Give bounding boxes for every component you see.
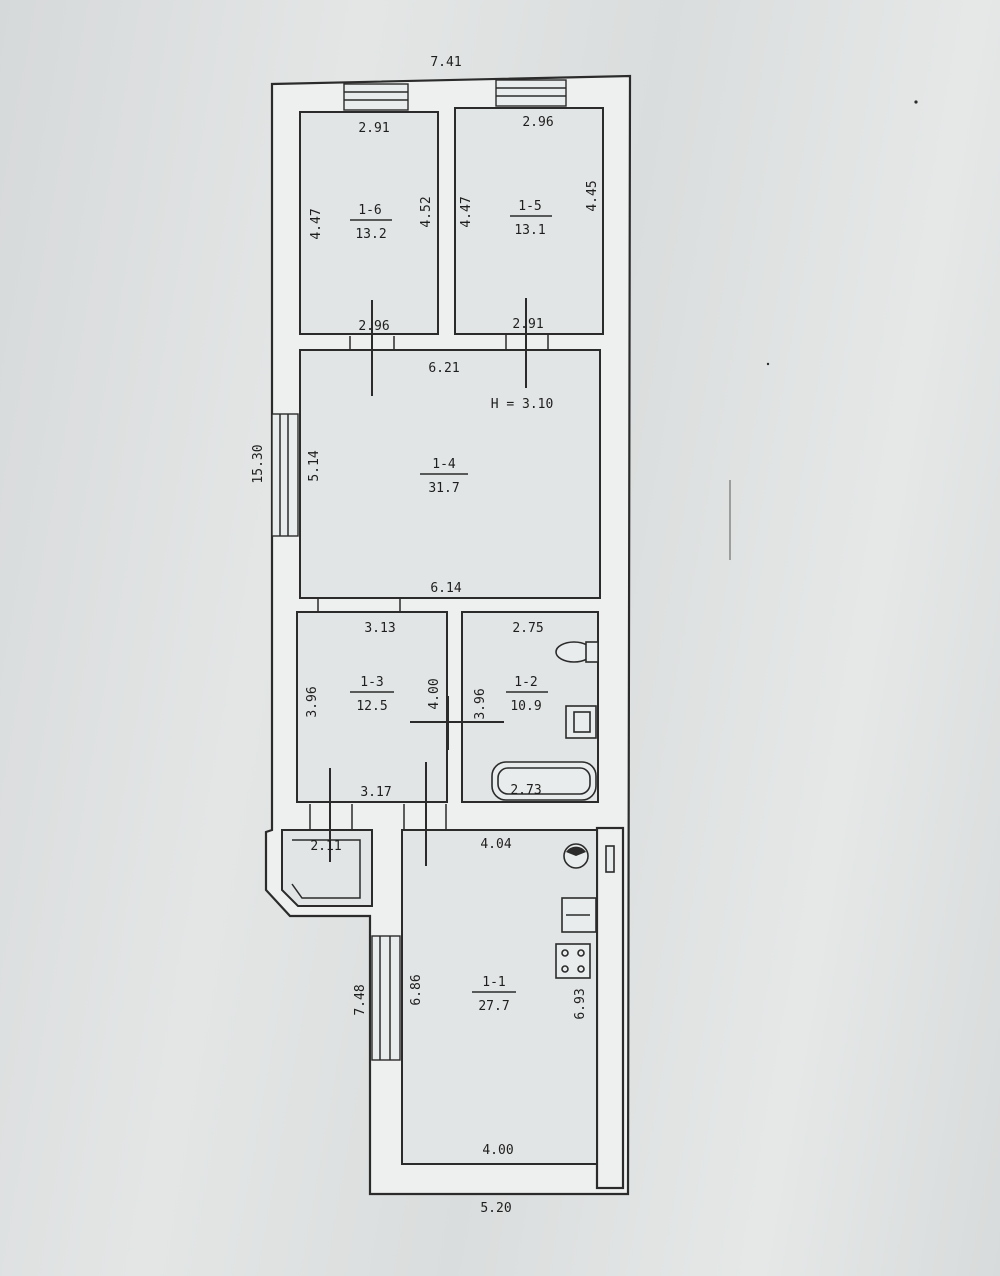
rooms: [281, 107, 604, 1165]
paper-marks: [729, 100, 918, 560]
room-1-5: [454, 107, 604, 335]
room-label-1-3-id: 1-3: [360, 675, 383, 690]
dim-1-1-bottom: 4.00: [482, 1143, 513, 1158]
dim-1-4-top: 6.21: [428, 361, 459, 376]
window-top-left: [343, 83, 409, 111]
room-label-1-6-id: 1-6: [358, 203, 381, 218]
room-label-1-1-area: 27.7: [478, 999, 509, 1014]
room-label-1-2-id: 1-2: [514, 675, 537, 690]
dim-1-5-top: 2.96: [522, 115, 553, 130]
dim-1-1-top: 4.04: [480, 837, 511, 852]
dim-1-3-bottom: 3.17: [360, 785, 391, 800]
toilet-icon: [555, 641, 599, 663]
vestibule: [281, 829, 373, 907]
room-label-1-6-area: 13.2: [355, 227, 386, 242]
dim-left-lower: 7.48: [353, 984, 368, 1015]
dim-1-5-left: 4.47: [459, 196, 474, 227]
room-label-1-4-id: 1-4: [432, 457, 456, 472]
dim-bottom-total: 5.20: [480, 1201, 511, 1216]
room-label-1-5-id: 1-5: [518, 199, 541, 214]
window-left-middle: [271, 413, 299, 537]
dim-1-1-right: 6.93: [573, 988, 588, 1019]
dim-vestibule: 2.11: [310, 839, 341, 854]
dim-1-2-left: 3.96: [473, 688, 488, 719]
dim-1-2-bottom: 2.73: [510, 783, 541, 798]
stove-icon: [555, 943, 591, 979]
window-top-right: [495, 79, 567, 107]
dim-1-6-left: 4.47: [309, 208, 324, 239]
bathtub-icon: [491, 761, 597, 801]
sink-kitchen-icon: [561, 897, 597, 933]
dim-1-5-bottom: 2.91: [512, 317, 543, 332]
room-label-1-3-area: 12.5: [356, 699, 387, 714]
window-kitchen: [371, 935, 401, 1061]
sink-icon: [565, 705, 597, 739]
room-labels: 1-6 13.2 1-5 13.1 1-4 31.7 1-3 12.5 1-2 …: [350, 199, 552, 1014]
room-label-1-5-area: 13.1: [514, 223, 545, 238]
room-label-1-4-area: 31.7: [428, 481, 459, 496]
dim-1-3-right: 4.00: [427, 678, 442, 709]
dim-top-total: 7.41: [430, 55, 461, 70]
dim-1-1-left: 6.86: [409, 974, 424, 1005]
dim-1-6-bottom: 2.96: [358, 319, 389, 334]
room-1-6: [299, 111, 439, 335]
dim-1-5-right: 4.45: [585, 180, 600, 211]
dim-1-6-right: 4.52: [419, 196, 434, 227]
room-1-3: [296, 611, 448, 803]
room-label-1-1-id: 1-1: [482, 975, 505, 990]
dim-1-4-height: H = 3.10: [491, 397, 554, 412]
dim-1-3-left: 3.96: [305, 686, 320, 717]
room-1-1: [401, 829, 598, 1165]
dim-1-6-top: 2.91: [358, 121, 389, 136]
room-label-1-2-area: 10.9: [510, 699, 541, 714]
dim-left-total: 15.30: [251, 444, 266, 483]
dim-1-4-bottom: 6.14: [430, 581, 461, 596]
door-marks: [309, 298, 549, 866]
dim-1-4-left: 5.14: [307, 450, 322, 481]
windows: [271, 79, 567, 1061]
boiler-icon: [563, 843, 615, 873]
dim-1-3-top: 3.13: [364, 621, 395, 636]
dim-1-2-top: 2.75: [512, 621, 543, 636]
dimension-labels: 7.41 2.91 2.96 2.96 2.91 6.21 H = 3.10 6…: [251, 55, 600, 1216]
